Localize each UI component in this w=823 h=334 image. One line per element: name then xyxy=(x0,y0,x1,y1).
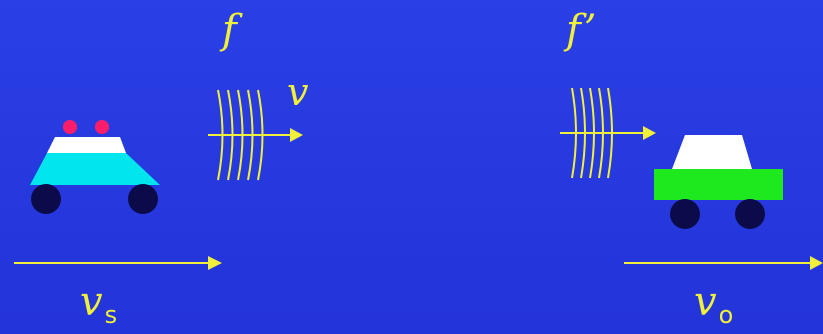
police-car-wheel-rear xyxy=(128,184,158,214)
received-sound-wave-icon xyxy=(560,88,643,178)
police-car-body xyxy=(30,153,160,185)
observer-frequency-label: f’ xyxy=(566,10,596,50)
car-icon xyxy=(654,135,783,229)
source-speed-label: vs xyxy=(80,282,117,322)
police-car-roof xyxy=(47,137,126,153)
source-frequency-label: f xyxy=(222,10,237,50)
car-wheel-front xyxy=(670,199,700,229)
wave-speed-label: v xyxy=(287,73,308,111)
police-car-wheel-front xyxy=(31,184,61,214)
source-speed-subscript: s xyxy=(105,301,118,329)
car-body xyxy=(654,169,783,200)
siren-light-right xyxy=(95,120,109,134)
source-speed-symbol: v xyxy=(80,279,103,325)
emitted-sound-wave-icon xyxy=(208,90,290,180)
observer-speed-label: vo xyxy=(694,282,733,322)
car-wheel-rear xyxy=(735,199,765,229)
observer-speed-symbol: v xyxy=(694,279,717,325)
siren-light-left xyxy=(63,120,77,134)
source-velocity-arrowhead xyxy=(208,256,222,270)
received-wave-arrowhead xyxy=(643,126,656,140)
observer-velocity-arrowhead xyxy=(810,256,823,270)
car-roof xyxy=(672,135,752,169)
observer-speed-subscript: o xyxy=(719,301,734,329)
police-car-icon xyxy=(30,120,160,214)
wave-arrowhead xyxy=(290,128,303,142)
